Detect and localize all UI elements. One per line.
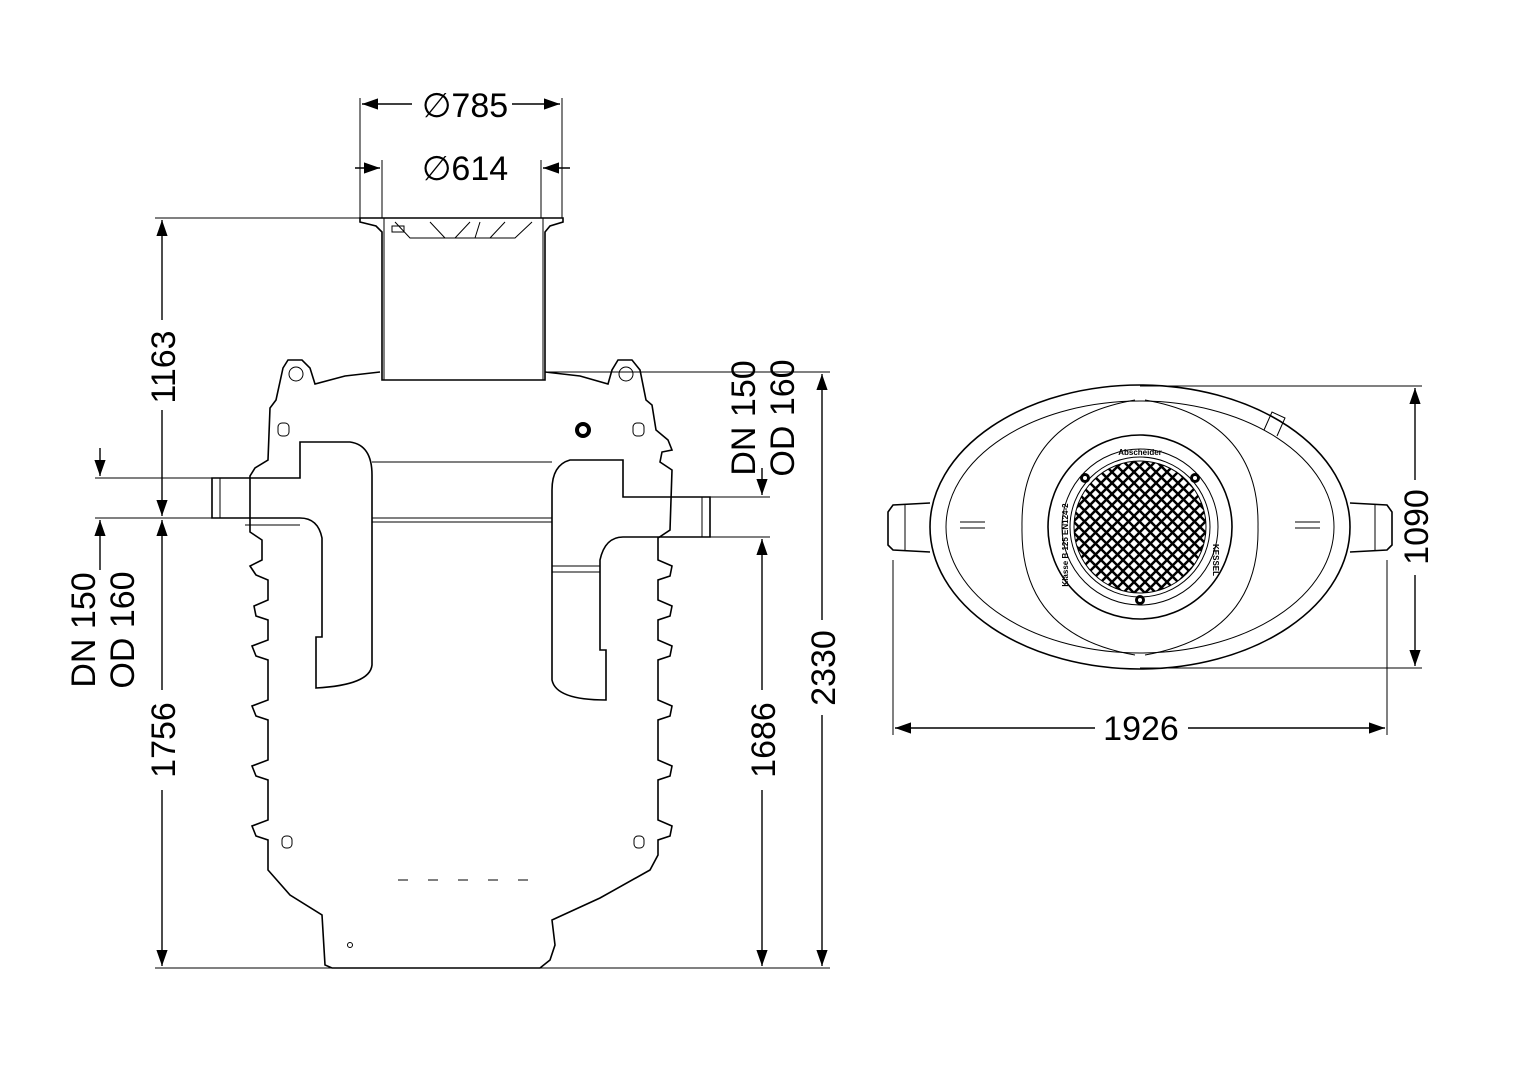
outlet-od: OD 160 [764, 359, 802, 476]
grate-bar [1219, 447, 1379, 607]
inlet-pipe [211, 441, 373, 689]
grate-bar [1097, 461, 1206, 593]
tank-top-outline [929, 384, 1351, 670]
side-view [211, 217, 711, 969]
dim-top-length: 1926 [1103, 710, 1179, 748]
grate-bar [1108, 461, 1206, 593]
grate-bar [1074, 461, 1193, 593]
slot [277, 422, 290, 437]
grate-bar [1219, 447, 1379, 607]
dim-top-width: 1090 [1398, 489, 1436, 565]
cover-class-text: Klasse B 125 EN124-2 [1061, 503, 1070, 587]
grate-bar [1119, 461, 1206, 593]
top-dimensions: 1090 1926 [892, 385, 1436, 748]
cover-brand-text: KESSEL [1211, 544, 1220, 576]
grate-bar [1074, 461, 1138, 593]
grate-bar [1141, 461, 1206, 593]
dim-outer-diameter: ∅785 [422, 87, 508, 125]
inlet-dn: DN 150 [65, 572, 103, 687]
inlet-stub [887, 502, 931, 553]
slot [632, 422, 645, 437]
side-dimensions: ∅785 ∅614 1163 1756 DN 150 OD 160 DN 150… [65, 87, 843, 969]
grate-bar [1074, 461, 1138, 593]
slot [633, 835, 645, 849]
dim-total-height: 2330 [805, 630, 843, 706]
lifting-eye-left [288, 366, 304, 382]
grate-bar [900, 447, 1060, 607]
grate-bar [1074, 461, 1182, 593]
grate-bar [1074, 461, 1160, 593]
manhole-frame [359, 217, 564, 381]
grate-bar [911, 447, 1071, 607]
inlet-od: OD 160 [104, 571, 142, 688]
outlet-stub [1349, 502, 1393, 553]
outlet-pipe [551, 459, 711, 701]
dim-inner-diameter: ∅614 [422, 150, 508, 188]
grate-bar [1141, 461, 1206, 593]
cover-text-top: Abscheider [1118, 448, 1162, 457]
lifting-eye-right [618, 366, 634, 382]
grate-bar [911, 447, 1071, 607]
grate-bar [1075, 461, 1206, 593]
grate-bar [1130, 461, 1206, 593]
cover-grate [900, 447, 1379, 607]
grate-bar [1074, 461, 1171, 593]
grate-bar [900, 447, 1060, 607]
grate-bar [1074, 461, 1149, 593]
grate-bar [1074, 461, 1149, 593]
outlet-dn: DN 150 [725, 360, 763, 475]
slot [281, 835, 293, 849]
dim-inlet-height: 1756 [145, 702, 183, 778]
grate-bar [1074, 461, 1204, 593]
grate-bar [1086, 461, 1206, 593]
dim-outlet-height: 1686 [745, 702, 783, 778]
grate-bar [1130, 461, 1206, 593]
top-view: Abscheider Klasse B 125 EN124-2 KESSEL [887, 384, 1393, 670]
dim-shaft-height: 1163 [145, 330, 183, 403]
tank-outline [248, 359, 674, 969]
